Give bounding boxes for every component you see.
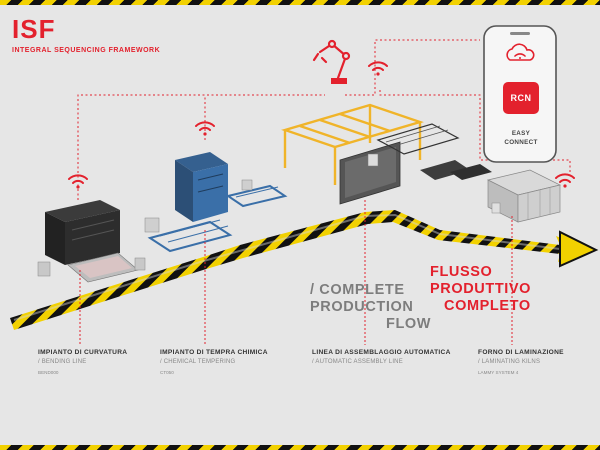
flow-belt xyxy=(10,210,588,330)
wifi-icon xyxy=(555,173,575,188)
top-hazard-bar xyxy=(0,0,600,5)
stage-assembly-line: LINEA DI ASSEMBLAGGIO AUTOMATICA / AUTOM… xyxy=(312,349,451,365)
easy-connect-label: EASY CONNECT xyxy=(497,129,545,147)
stage-connectors xyxy=(79,200,513,345)
wifi-icon xyxy=(68,174,88,189)
bending-line-machine xyxy=(37,200,146,283)
stage-subtitle: / CHEMICAL TEMPERING xyxy=(160,359,236,365)
robot-arm-icon xyxy=(312,39,351,84)
brand-subtitle: INTEGRAL SEQUENCING FRAMEWORK xyxy=(12,47,161,54)
headline-it-line2: PRODUTTIVO xyxy=(430,281,532,297)
stage-model: CT050 xyxy=(160,370,174,375)
stage-laminating-kilns: FORNO DI LAMINAZIONE / LAMINATING KILNS … xyxy=(478,349,564,375)
headline-it-line1: FLUSSO xyxy=(430,264,493,280)
headline-en-line1: / COMPLETE xyxy=(310,282,405,298)
stage-subtitle: / AUTOMATIC ASSEMBLY LINE xyxy=(312,359,403,365)
headline-en-line3: FLOW xyxy=(386,316,432,332)
cloud-wifi-icon xyxy=(506,43,535,61)
easy-connect-line2: CONNECT xyxy=(504,139,538,146)
stage-title: LINEA DI ASSEMBLAGGIO AUTOMATICA xyxy=(312,349,451,356)
stage-title: IMPIANTO DI CURVATURA xyxy=(38,349,128,356)
stage-model: BEND000 xyxy=(38,370,59,375)
stage-chemical-tempering: IMPIANTO DI TEMPRA CHIMICA / CHEMICAL TE… xyxy=(160,349,268,375)
stage-subtitle: / LAMINATING KILNS xyxy=(478,359,541,365)
headline-en-line2: PRODUCTION xyxy=(310,299,414,315)
rcn-logo-text: RCN xyxy=(510,93,532,103)
chemical-tempering-machine xyxy=(144,152,288,253)
stage-title: IMPIANTO DI TEMPRA CHIMICA xyxy=(160,349,268,356)
wifi-icon xyxy=(195,121,215,136)
brand-logo: ISF xyxy=(12,14,56,44)
network-lines xyxy=(77,39,571,200)
easy-connect-line1: EASY xyxy=(511,130,531,137)
headline-it-line3: COMPLETO xyxy=(444,298,531,314)
flow-arrowhead xyxy=(559,230,599,268)
rcn-logo xyxy=(503,82,539,114)
bottom-hazard-bar xyxy=(0,445,600,450)
laminating-kiln-machine xyxy=(450,164,562,223)
stage-title: FORNO DI LAMINAZIONE xyxy=(478,349,564,356)
stage-bending-line: IMPIANTO DI CURVATURA / BENDING LINE BEN… xyxy=(38,349,127,375)
stage-subtitle: / BENDING LINE xyxy=(38,359,87,365)
stage-model: LAMMY SYSTEM 4 xyxy=(478,370,519,375)
assembly-line-machine xyxy=(281,103,470,205)
wifi-icon xyxy=(368,61,388,76)
